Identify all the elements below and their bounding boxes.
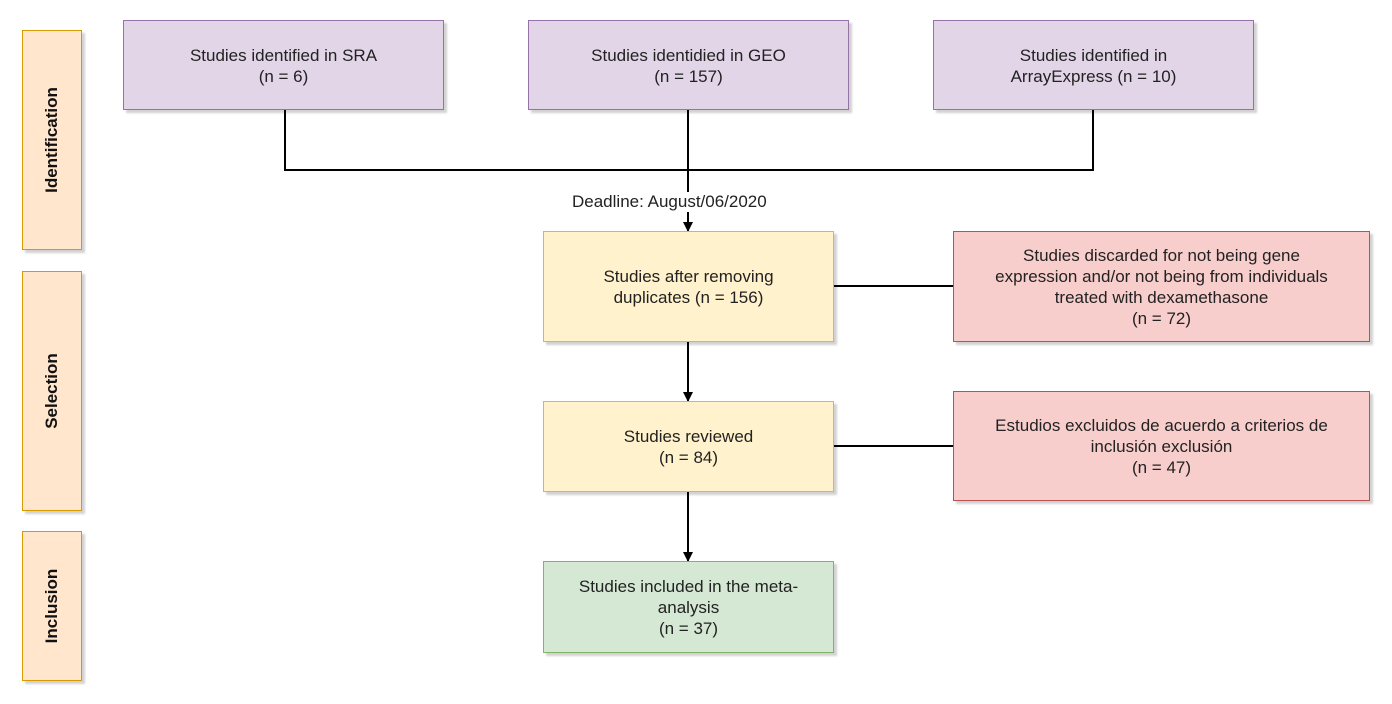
box-geo-line-1: Studies identidied in GEO xyxy=(591,46,786,65)
box-reviewed: Studies reviewed (n = 84) xyxy=(543,401,834,492)
box-arrayexpress: Studies identified in ArrayExpress (n = … xyxy=(933,20,1254,110)
box-discarded-line-3: treated with dexamethasone xyxy=(1054,287,1269,307)
box-reviewed-line-2: (n = 84) xyxy=(658,447,719,467)
box-discarded-line-2: expression and/or not being from individ… xyxy=(995,266,1328,286)
box-excluded-line-1: Estudios excluidos de acuerdo a criterio… xyxy=(995,415,1328,435)
box-excluded-line-2: inclusión exclusión xyxy=(1090,436,1233,456)
box-after-duplicates-line-2: duplicates (n = 156) xyxy=(613,287,764,307)
box-geo-line-2: (n = 157) xyxy=(654,67,723,86)
stage-inclusion-label: Inclusion xyxy=(42,568,61,644)
box-excluded-line-3: (n = 47) xyxy=(1131,457,1192,477)
box-included: Studies included in the meta- analysis (… xyxy=(543,561,834,653)
box-discarded: Studies discarded for not being gene exp… xyxy=(953,231,1370,342)
box-arrayexpress-line-2: ArrayExpress (n = 10) xyxy=(1010,67,1177,86)
box-after-duplicates-line-1: Studies after removing xyxy=(603,266,774,286)
stage-identification-label: Identification xyxy=(42,87,61,193)
box-discarded-line-1: Studies discarded for not being gene xyxy=(1023,245,1300,265)
box-included-line-2: analysis xyxy=(657,597,720,617)
box-discarded-line-4: (n = 72) xyxy=(1131,308,1192,328)
box-arrayexpress-line-1: Studies identified in xyxy=(1019,46,1168,65)
box-geo: Studies identidied in GEO (n = 157) xyxy=(528,20,849,110)
stage-inclusion: Inclusion xyxy=(22,531,82,681)
box-sra-line-1: Studies identified in SRA xyxy=(189,46,378,65)
box-sra-line-2: (n = 6) xyxy=(258,67,309,86)
stage-identification: Identification xyxy=(22,30,82,250)
box-included-line-3: (n = 37) xyxy=(658,618,719,638)
stage-selection: Selection xyxy=(22,271,82,511)
box-excluded: Estudios excluidos de acuerdo a criterio… xyxy=(953,391,1370,501)
stage-selection-label: Selection xyxy=(42,353,61,429)
box-sra: Studies identified in SRA (n = 6) xyxy=(123,20,444,110)
deadline-label: Deadline: August/06/2020 xyxy=(570,192,769,212)
box-reviewed-line-1: Studies reviewed xyxy=(623,426,754,446)
box-after-duplicates: Studies after removing duplicates (n = 1… xyxy=(543,231,834,342)
box-included-line-1: Studies included in the meta- xyxy=(578,576,799,596)
